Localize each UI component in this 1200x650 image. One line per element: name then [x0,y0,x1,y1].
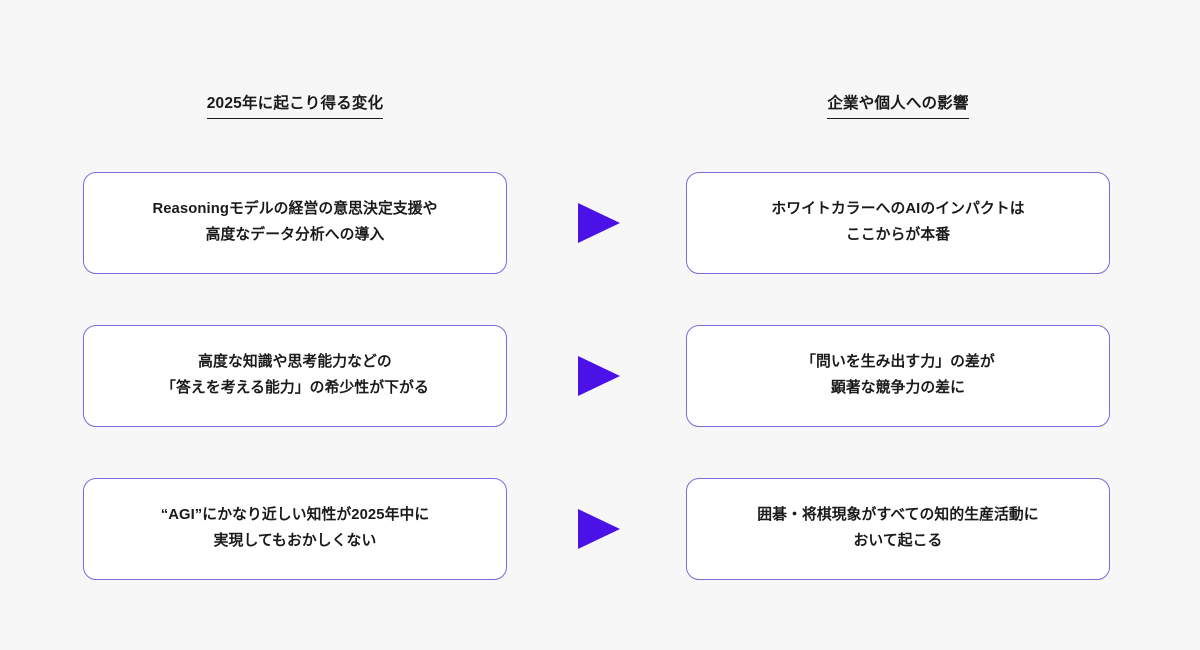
cause-box-text: Reasoningモデルの経営の意思決定支援や 高度なデータ分析への導入 [152,201,438,243]
column-header-causes-label: 2025年に起こり得る変化 [206,94,384,119]
effect-box[interactable]: 「問いを生み出す力」の差が 顕著な競争力の差に [686,325,1110,427]
triangle-right-icon [578,356,620,396]
triangle-right-icon [578,203,620,243]
effect-box-text: 囲碁・将棋現象がすべての知的生産活動に おいて起こる [757,507,1039,549]
column-header-effects-label: 企業や個人への影響 [827,94,969,119]
cause-box-text: “AGI”にかなり近しい知性が2025年中に 実現してもおかしくない [160,507,430,549]
column-header-causes: 2025年に起こり得る変化 [83,94,507,119]
flow-row: “AGI”にかなり近しい知性が2025年中に 実現してもおかしくない 囲碁・将棋… [0,478,1200,580]
column-header-effects: 企業や個人への影響 [686,94,1110,119]
cause-box[interactable]: Reasoningモデルの経営の意思決定支援や 高度なデータ分析への導入 [83,172,507,274]
flow-row: 高度な知識や思考能力などの 「答えを考える能力」の希少性が下がる 「問いを生み出… [0,325,1200,427]
triangle-right-icon [578,509,620,549]
effect-box-text: 「問いを生み出す力」の差が 顕著な競争力の差に [801,354,995,396]
effect-box-text: ホワイトカラーへのAIのインパクトは ここからが本番 [771,201,1025,243]
flow-row: Reasoningモデルの経営の意思決定支援や 高度なデータ分析への導入 ホワイ… [0,172,1200,274]
cause-box[interactable]: 高度な知識や思考能力などの 「答えを考える能力」の希少性が下がる [83,325,507,427]
cause-box-text: 高度な知識や思考能力などの 「答えを考える能力」の希少性が下がる [161,354,429,396]
effect-box[interactable]: ホワイトカラーへのAIのインパクトは ここからが本番 [686,172,1110,274]
cause-box[interactable]: “AGI”にかなり近しい知性が2025年中に 実現してもおかしくない [83,478,507,580]
effect-box[interactable]: 囲碁・将棋現象がすべての知的生産活動に おいて起こる [686,478,1110,580]
